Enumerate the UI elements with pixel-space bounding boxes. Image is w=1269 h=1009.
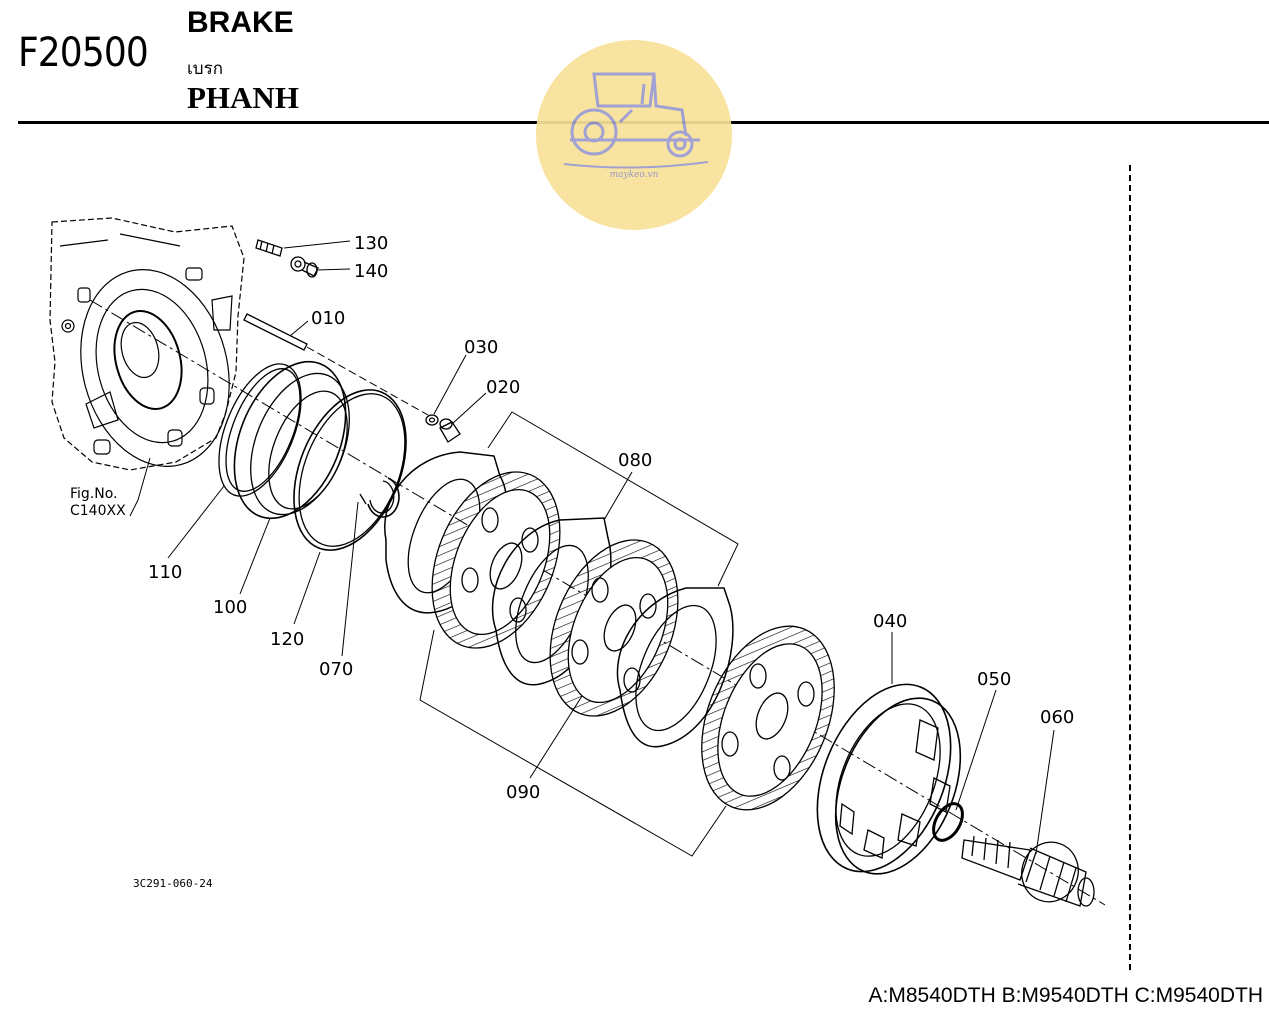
label-090: 090: [506, 782, 540, 803]
group-bracket: [419, 411, 739, 857]
boundary-dashed-line: [1129, 165, 1131, 970]
friction-disc-1: [431, 471, 561, 649]
label-030: 030: [464, 337, 498, 358]
model-applicability: A:M8540DTH B:M9540DTH C:M9540DTH: [868, 984, 1263, 1007]
leader-lines: [129, 240, 1055, 855]
separator-plate-3: [616, 587, 734, 748]
label-100: 100: [213, 597, 247, 618]
title-thai: เบรก: [187, 59, 224, 79]
part-070-snap-ring: [359, 477, 400, 518]
part-110-seal: [218, 363, 302, 497]
part-010-rod: [243, 313, 429, 416]
housing: [49, 217, 245, 471]
label-140: 140: [354, 261, 388, 282]
label-040: 040: [873, 611, 907, 632]
figure-reference-line1: Fig.No.: [70, 486, 118, 502]
label-060: 060: [1040, 707, 1074, 728]
friction-disc-3: [701, 625, 835, 811]
label-110: 110: [148, 562, 182, 583]
part-labels: 130 140 010 030 020 080 110 100 120 070 …: [148, 233, 1074, 803]
figure-reference-line2: C140XX: [70, 503, 126, 519]
part-120-seal: [293, 389, 407, 551]
part-130-bleeder-screw: [255, 239, 283, 257]
drawing-code: 3C291-060-24: [133, 877, 213, 890]
watermark-text: maykeo.vn: [610, 170, 659, 180]
part-100-piston: [233, 360, 350, 520]
label-050: 050: [977, 669, 1011, 690]
part-020-pin: [439, 418, 461, 443]
page-code: F20500: [18, 30, 149, 76]
part-140-banjo-fitting: [290, 256, 319, 278]
label-080: 080: [618, 450, 652, 471]
label-070: 070: [319, 659, 353, 680]
title-vietnamese: PHANH: [187, 80, 299, 115]
title-english: BRAKE: [187, 6, 294, 39]
figure-reference: Fig.No. C140XX: [70, 486, 126, 520]
label-020: 020: [486, 377, 520, 398]
part-060-shaft: [961, 835, 1095, 907]
part-030-washer: [425, 414, 439, 426]
part-040-housing: [816, 683, 962, 875]
axis-centerline: [89, 299, 1106, 906]
watermark-logo: maykeo.vn: [536, 40, 732, 230]
friction-disc-2: [549, 539, 679, 717]
tractor-icon: maykeo.vn: [563, 72, 709, 180]
label-120: 120: [270, 629, 304, 650]
label-010: 010: [311, 308, 345, 329]
label-130: 130: [354, 233, 388, 254]
